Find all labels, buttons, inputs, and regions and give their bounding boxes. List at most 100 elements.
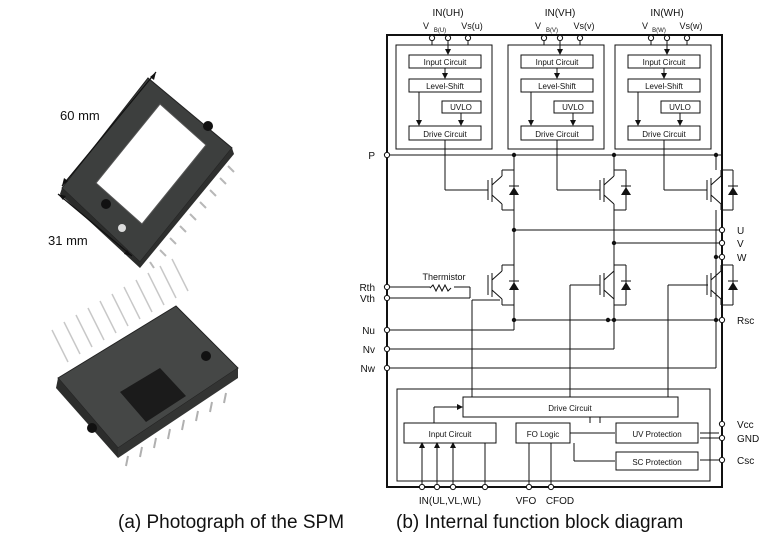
vb-pin [647,34,655,42]
high-side-uvlo-label: UVLO [669,103,691,112]
left-pin-label-nv: Nv [363,345,375,356]
high-side-uvlo-label: UVLO [450,103,472,112]
thermistor-symbol [429,283,452,293]
high-side-drive-label: Drive Circuit [535,130,579,139]
junction-dot [611,152,617,158]
junction-dot [713,254,719,260]
right-pin-label-rsc: Rsc [737,316,754,327]
right-pin-v [718,239,726,247]
high-side-level-shift-label: Level-Shift [426,82,465,91]
left-pin-nu [383,326,391,334]
junction-dot [713,152,719,158]
left-pin-label-p: P [368,151,375,162]
vs-label: Vs(u) [461,21,483,31]
vs-pin [683,34,691,42]
fo-logic-label: FO Logic [527,430,559,439]
top-input-label-0: IN(UH) [432,8,463,19]
diode-symbol [621,187,631,195]
left-pin-rth [383,283,391,291]
high-side-drive-label: Drive Circuit [423,130,467,139]
high-side-level-shift-label: Level-Shift [538,82,577,91]
vb-label: V [642,21,648,31]
diode-symbol [728,282,738,290]
right-pin-vcc [718,420,726,428]
igbt-emitter [491,289,503,300]
high-side-input-label: Input Circuit [424,58,467,67]
high-side-level-shift-label: Level-Shift [645,82,684,91]
igbt-collector [710,175,722,186]
top-input-label-1: IN(VH) [545,8,576,19]
right-pin-rsc [718,316,726,324]
spm-photo-top [57,71,235,269]
junction-dot [511,317,517,323]
bottom-pin-label-vfo: VFO [516,496,537,507]
right-pin-label-vcc: Vcc [737,420,754,431]
vs-pin [464,34,472,42]
bottom-pin [481,483,489,491]
high-side-input-label: Input Circuit [536,58,579,67]
junction-dot [611,240,617,246]
bottom-pin [525,483,533,491]
right-pin-u [718,226,726,234]
right-pin-label-u: U [737,226,744,237]
igbt-emitter [603,194,615,205]
diode-symbol [621,282,631,290]
sc-protection [615,451,699,471]
uv-protection-label: UV Protection [632,430,681,439]
low-side-drive-label: Drive Circuit [548,404,592,413]
high-side-level-shift [520,78,594,93]
right-pin-csc [718,456,726,464]
igbt-collector [491,175,503,186]
bottom-pin [433,483,441,491]
high-side-level-shift [408,78,482,93]
high-side-level-shift [627,78,701,93]
left-pin-label-nw: Nw [361,364,376,375]
vs-label: Vs(v) [574,21,595,31]
vb-pin [428,34,436,42]
junction-dot [511,152,517,158]
top-input-label-2: IN(WH) [650,8,683,19]
junction-dot [605,317,611,323]
igbt-emitter [603,289,615,300]
spm-photographs [51,71,239,467]
bottom-pin [418,483,426,491]
left-pin-vth [383,294,391,302]
left-pin-p [383,151,391,159]
left-pin-nw [383,364,391,372]
left-pin-label-nu: Nu [362,326,375,337]
igbt-collector [491,270,503,281]
right-pin-label-v: V [737,239,744,250]
vb-sub-label: B(V) [546,28,558,34]
package-outline [386,34,723,488]
bottom-pin [449,483,457,491]
bottom-pin [547,483,555,491]
vb-sub-label: B(U) [434,28,446,34]
left-pin-label-vth: Vth [360,294,375,305]
uv-protection [615,422,699,444]
in-high-pin [556,34,564,42]
high-side-input-label: Input Circuit [643,58,686,67]
right-pin-w [718,253,726,261]
bottom-pin-label-in: IN(UL,VL,WL) [419,496,481,507]
right-pin-label-csc: Csc [737,456,754,467]
diode-symbol [509,187,519,195]
high-side-drive-label: Drive Circuit [642,130,686,139]
junction-dot [713,317,719,323]
right-pin-label-gnd: GND [737,434,759,445]
junction-dot [511,227,517,233]
vb-label: V [423,21,429,31]
dimension-width-label: 31 mm [48,233,88,248]
spm-photo-bottom [51,258,239,467]
right-pin-label-w: W [737,253,747,264]
igbt-emitter [710,194,722,205]
junction-dot [611,317,617,323]
vb-sub-label: B(W) [652,28,666,34]
igbt-collector [603,175,615,186]
dimension-length-label: 60 mm [60,108,100,123]
caption-diagram: (b) Internal function block diagram [396,512,684,533]
thermistor-label: Thermistor [422,272,465,282]
left-pin-nv [383,345,391,353]
left-pin-label-rth: Rth [359,283,375,294]
vb-pin [540,34,548,42]
